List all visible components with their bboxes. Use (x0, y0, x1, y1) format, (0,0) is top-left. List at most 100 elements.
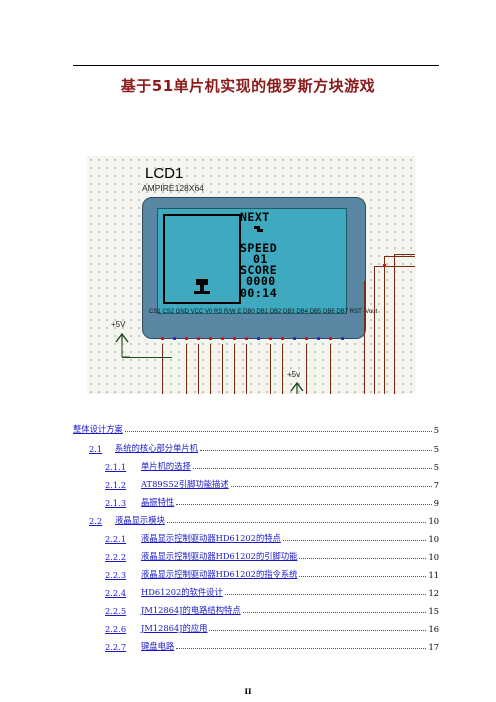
toc-page-number: 5 (433, 425, 439, 435)
toc-section-number: 2.2.1 (105, 534, 127, 544)
wire (270, 344, 271, 394)
pin-pad (269, 337, 272, 340)
toc-leader-dots (124, 431, 432, 432)
toc-entry[interactable]: 2.1.3 晶振特性 9 (105, 494, 439, 508)
pin-pad (209, 337, 212, 340)
lcd-schematic-figure: LCD1 AMPIRE128X64 NEXT SPEED 01 SCORE 00… (87, 156, 415, 394)
toc-page-number: 10 (428, 552, 439, 562)
toc-entry[interactable]: 2.2.2 液晶显示控制驱动器HD61202的引脚功能 10 (105, 548, 439, 562)
toc-entry[interactable]: 2.1.1 单片机的选择 5 (105, 458, 439, 472)
pin-pad (329, 337, 332, 340)
lcd-screen: NEXT SPEED 01 SCORE 0000 00:14 (157, 208, 347, 314)
power-arrow-left (115, 332, 130, 358)
wire (186, 344, 187, 394)
toc-entry-text: 整体设计方案 (73, 424, 123, 434)
component-model: AMPIRE128X64 (142, 183, 204, 193)
toc-leader-dots (230, 486, 432, 487)
score-value: 0000 (246, 274, 276, 288)
pin-pad (305, 337, 308, 340)
wire (162, 344, 163, 394)
toc-entry-text: 液晶显示控制驱动器HD61202的指令系统 (141, 569, 298, 579)
toc-page-number: 10 (428, 534, 439, 544)
pin-pad (233, 337, 236, 340)
toc-entry-text: JM12864J的应用 (141, 623, 208, 633)
power-label-bottom: +5v (287, 370, 301, 379)
wire (282, 344, 283, 394)
game-field (163, 214, 241, 304)
toc-entry[interactable]: 2.2 液晶显示模块 10 (89, 512, 439, 526)
wire (394, 254, 395, 394)
falling-piece (196, 279, 208, 285)
toc-entry-text: 液晶显示模块 (115, 515, 165, 525)
toc-entry-text: 液晶显示控制驱动器HD61202的特点 (141, 533, 281, 543)
toc-section-number: 2.2.4 (105, 588, 127, 598)
pin-pad (197, 337, 200, 340)
pin-pad (257, 337, 260, 340)
toc-leader-dots (299, 558, 427, 559)
toc-leader-dots (224, 594, 427, 595)
toc-entry[interactable]: 2.2.5 JM12864J的电路结构特点 15 (105, 602, 439, 616)
pin-pad (161, 337, 164, 340)
toc-entry[interactable]: 2.2.6 JM12864J的应用 16 (105, 620, 439, 634)
toc-section-number: 2.2.2 (105, 552, 127, 562)
toc-leader-dots (176, 648, 427, 649)
toc-leader-dots (199, 450, 432, 451)
wire (122, 357, 172, 358)
document-title: 基于51单片机实现的俄罗斯方块游戏 (120, 77, 376, 95)
toc-section-number: 2.1 (89, 444, 103, 454)
pin-pad (173, 337, 176, 340)
toc-leader-dots (209, 630, 427, 631)
toc-page-number: 7 (433, 480, 439, 490)
toc-leader-dots (242, 612, 427, 613)
pin-pad (185, 337, 188, 340)
time-value: 00:14 (240, 286, 278, 300)
toc-section-number: 2.1.2 (105, 480, 127, 490)
toc-section-number: 2.2.6 (105, 624, 127, 634)
toc-page-number: 9 (433, 498, 439, 508)
toc-page-number: 12 (428, 588, 439, 598)
toc-section-number: 2.1.3 (105, 498, 127, 508)
component-name: LCD1 (145, 165, 184, 182)
toc-entry[interactable]: 2.1.2 AT89S52引脚功能描述 7 (105, 476, 439, 490)
toc-entry-text: 晶振特性 (141, 497, 175, 507)
wire (246, 344, 247, 394)
pin-pad (221, 337, 224, 340)
toc-entry-text: 系统的核心部分单片机 (115, 443, 198, 453)
next-piece-preview-2 (257, 229, 263, 232)
toc-section-number: 2.2.7 (105, 642, 127, 652)
toc-entry-text: HD61202的软件设计 (141, 587, 223, 597)
toc-entry[interactable]: 2.2.1 液晶显示控制驱动器HD61202的特点 10 (105, 530, 439, 544)
toc-entry[interactable]: 整体设计方案 5 (73, 421, 439, 435)
toc-section-number: 2.2.3 (105, 570, 127, 580)
wire (210, 344, 211, 394)
lcd-pin-labels: CS1 CS2 GND VCC V0 RS R/W E DB0 DB1 DB2 … (149, 309, 378, 315)
wire (374, 266, 375, 394)
stacked-blocks (194, 291, 210, 294)
toc-page-number: 5 (433, 444, 439, 454)
toc-section-number: 2.2 (89, 516, 103, 526)
power-arrow-bottom (290, 381, 304, 394)
toc-entry[interactable]: 2.1 系统的核心部分单片机 5 (89, 440, 439, 454)
pin-pad (245, 337, 248, 340)
toc-entry[interactable]: 2.2.7 键盘电路 17 (105, 638, 439, 652)
wire (384, 256, 385, 394)
toc-leader-dots (282, 540, 427, 541)
toc-entry-text: 键盘电路 (141, 641, 175, 651)
toc-leader-dots (166, 522, 427, 523)
pin-pad (341, 337, 344, 340)
toc-entry-text: JM12864J的电路结构特点 (141, 605, 241, 615)
power-label-left: +5V (111, 320, 126, 329)
wire (384, 256, 415, 257)
toc-section-number: 2.1.1 (105, 462, 127, 472)
toc-page-number: 15 (428, 606, 439, 616)
pin-pad (293, 337, 296, 340)
wire (330, 344, 331, 394)
toc-entry-text: AT89S52引脚功能描述 (141, 479, 229, 489)
toc-entry[interactable]: 2.2.4 HD61202的软件设计 12 (105, 584, 439, 598)
header-rule (73, 65, 439, 66)
toc-entry[interactable]: 2.2.3 液晶显示控制驱动器HD61202的指令系统 11 (105, 566, 439, 580)
toc-page-number: 11 (428, 570, 439, 580)
toc-page-number: 17 (428, 642, 439, 652)
next-label: NEXT (240, 210, 270, 224)
wire (394, 254, 415, 255)
